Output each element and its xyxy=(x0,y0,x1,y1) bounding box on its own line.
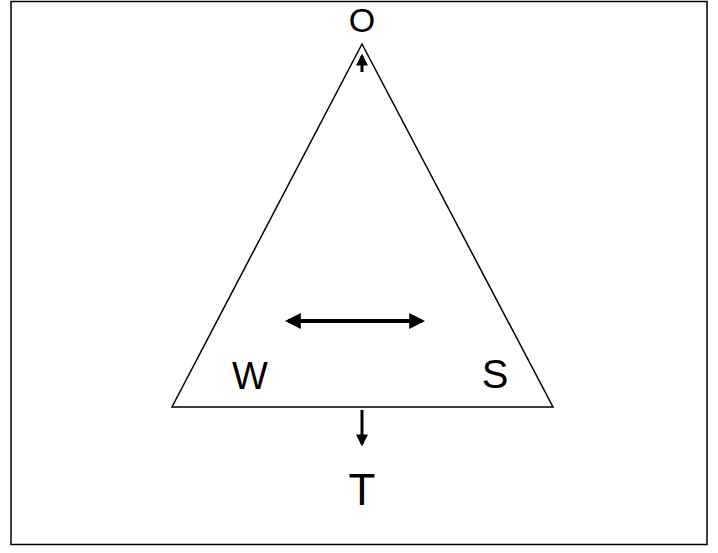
down-arrow xyxy=(361,410,364,444)
double-arrow xyxy=(288,319,422,323)
up-arrow xyxy=(361,56,364,72)
letter-label: O xyxy=(349,3,375,37)
letter-label: T xyxy=(349,468,376,512)
triangle-outline xyxy=(172,44,553,407)
letter-label: S xyxy=(482,354,509,394)
frame-border xyxy=(11,2,707,545)
letter-label: W xyxy=(232,357,268,395)
